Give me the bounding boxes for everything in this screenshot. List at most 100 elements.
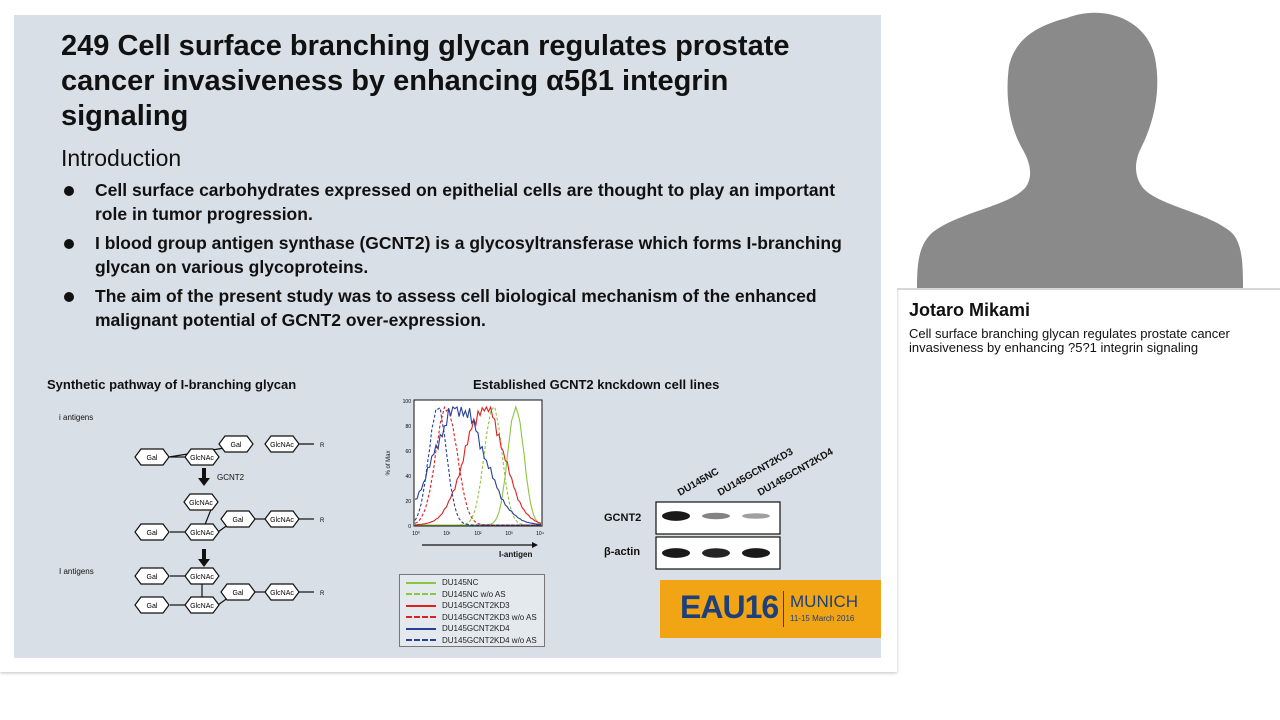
- blot-lane-label: DU145GCNT2KD4: [756, 446, 836, 498]
- y-tick-label: 100: [403, 399, 412, 405]
- legend-item: DU145GCNT2KD4 w/o AS: [400, 635, 544, 647]
- presentation-slide: 249 Cell surface branching glycan regula…: [14, 15, 881, 658]
- histogram-series-line: [414, 405, 541, 526]
- pathway-figure-title: Synthetic pathway of I-branching glycan: [47, 377, 297, 392]
- logo-text: EAU16: [680, 589, 779, 625]
- gal-label: Gal: [231, 442, 242, 449]
- histogram-series-line: [414, 406, 541, 526]
- y-tick-label: 20: [405, 499, 411, 505]
- x-tick-label: 10²: [474, 531, 482, 537]
- legend-swatch: [406, 639, 436, 642]
- gcnt2-enzyme-label: GCNT2: [217, 473, 245, 482]
- legend-item: DU145GCNT2KD3: [400, 600, 544, 612]
- x-axis-label: I-antigen: [499, 550, 532, 559]
- bullet-item: The aim of the present study was to asse…: [61, 284, 851, 332]
- bullet-item: I blood group antigen synthase (GCNT2) i…: [61, 231, 851, 279]
- blot-band: [662, 511, 690, 521]
- glycan-structure-i: Gal GlcNAc Gal GlcNAc R: [134, 435, 324, 466]
- speaker-photo: [897, 0, 1280, 290]
- blot-band: [702, 512, 730, 520]
- glcnac-label: GlcNAc: [190, 455, 214, 462]
- legend-label: DU145GCNT2KD3 w/o AS: [442, 612, 537, 622]
- glcnac-label: GlcNAc: [270, 442, 294, 449]
- arrow-down-icon: [198, 549, 210, 567]
- glcnac-label: GlcNAc: [270, 590, 294, 597]
- logo-divider: [783, 591, 784, 627]
- legend-label: DU145GCNT2KD3: [442, 601, 510, 611]
- logo-city: MUNICH: [790, 592, 858, 611]
- bullet-icon: [64, 292, 74, 302]
- histogram-plot-area: [413, 399, 543, 527]
- glcnac-label: GlcNAc: [190, 574, 214, 581]
- histogram-series-line: [414, 406, 542, 525]
- histogram-series-line: [415, 406, 541, 526]
- bullet-icon: [64, 186, 74, 196]
- x-tick-label: 10³: [505, 531, 513, 537]
- slide-frame: 249 Cell surface branching glycan regula…: [14, 15, 881, 658]
- bullet-text: I blood group antigen synthase (GCNT2) i…: [95, 233, 842, 277]
- gal-label: Gal: [147, 530, 158, 537]
- bullet-item: Cell surface carbohydrates expressed on …: [61, 178, 851, 226]
- glcnac-label: GlcNAc: [190, 603, 214, 610]
- glcnac-label: GlcNAc: [270, 517, 294, 524]
- slide-title: 249 Cell surface branching glycan regula…: [61, 30, 790, 132]
- glycan-pathway-diagram: i antigens I antigens Gal GlcNAc Gal Glc…: [59, 413, 324, 614]
- logo-dates: 11-15 March 2016: [790, 614, 855, 623]
- arrow-down-icon: [198, 468, 210, 486]
- bullet-text: Cell surface carbohydrates expressed on …: [95, 180, 836, 224]
- legend-swatch: [406, 616, 436, 619]
- legend-item: DU145GCNT2KD3 w/o AS: [400, 612, 544, 624]
- y-tick-label: 80: [405, 424, 411, 430]
- gal-label: Gal: [147, 455, 158, 462]
- blot-band: [742, 513, 770, 519]
- gal-label: Gal: [147, 603, 158, 610]
- knockdown-figure-title: Established GCNT2 knckdown cell lines: [473, 377, 720, 392]
- blot-band: [662, 548, 690, 558]
- r-label: R: [320, 591, 324, 597]
- legend-label: DU145GCNT2KD4 w/o AS: [442, 635, 537, 645]
- x-tick-label: 10⁰: [412, 531, 420, 537]
- r-label: R: [320, 443, 324, 449]
- blot-band: [702, 548, 730, 558]
- gcnt2-row-label: GCNT2: [604, 512, 642, 524]
- glcnac-label: GlcNAc: [190, 530, 214, 537]
- section-heading: Introduction: [61, 145, 182, 171]
- histogram-series-line: [414, 405, 542, 526]
- talk-title: Cell surface branching glycan regulates …: [909, 326, 1230, 355]
- r-label: R: [320, 518, 324, 524]
- y-axis-label: % of Max: [386, 450, 392, 475]
- y-tick-label: 0: [408, 524, 411, 530]
- person-silhouette-icon: [917, 12, 1243, 289]
- gal-label: Gal: [233, 517, 244, 524]
- blot-band: [742, 548, 770, 558]
- blot-lane-label: DU145NC: [676, 466, 721, 498]
- x-tick-label: 10¹: [443, 531, 451, 537]
- speaker-name: Jotaro Mikami: [909, 300, 1031, 320]
- legend-label: DU145NC w/o AS: [442, 589, 506, 599]
- legend-swatch: [406, 627, 436, 630]
- glycan-structure-I: Gal GlcNAc Gal GlcNAc Gal GlcNAc R: [134, 567, 324, 614]
- legend-label: DU145NC: [442, 578, 479, 588]
- legend-item: DU145NC: [400, 577, 544, 589]
- eau16-logo: EAU16 MUNICH 11-15 March 2016: [660, 580, 881, 638]
- y-tick-label: 40: [405, 474, 411, 480]
- glycan-structure-intermediate: GlcNAc Gal GlcNAc Gal GlcNAc R: [134, 493, 324, 541]
- gal-label: Gal: [147, 574, 158, 581]
- bullet-list: Cell surface carbohydrates expressed on …: [61, 178, 851, 337]
- y-tick-label: 60: [405, 449, 411, 455]
- glcnac-label: GlcNAc: [189, 500, 213, 507]
- gal-label: Gal: [233, 590, 244, 597]
- legend-label: DU145GCNT2KD4: [442, 624, 510, 634]
- legend-swatch: [406, 593, 436, 596]
- I-antigens-label: I antigens: [59, 567, 94, 576]
- legend-swatch: [406, 581, 436, 584]
- legend-item: DU145NC w/o AS: [400, 589, 544, 601]
- bullet-icon: [64, 239, 74, 249]
- legend-swatch: [406, 604, 436, 607]
- legend-item: DU145GCNT2KD4: [400, 623, 544, 635]
- bullet-text: The aim of the present study was to asse…: [95, 286, 817, 330]
